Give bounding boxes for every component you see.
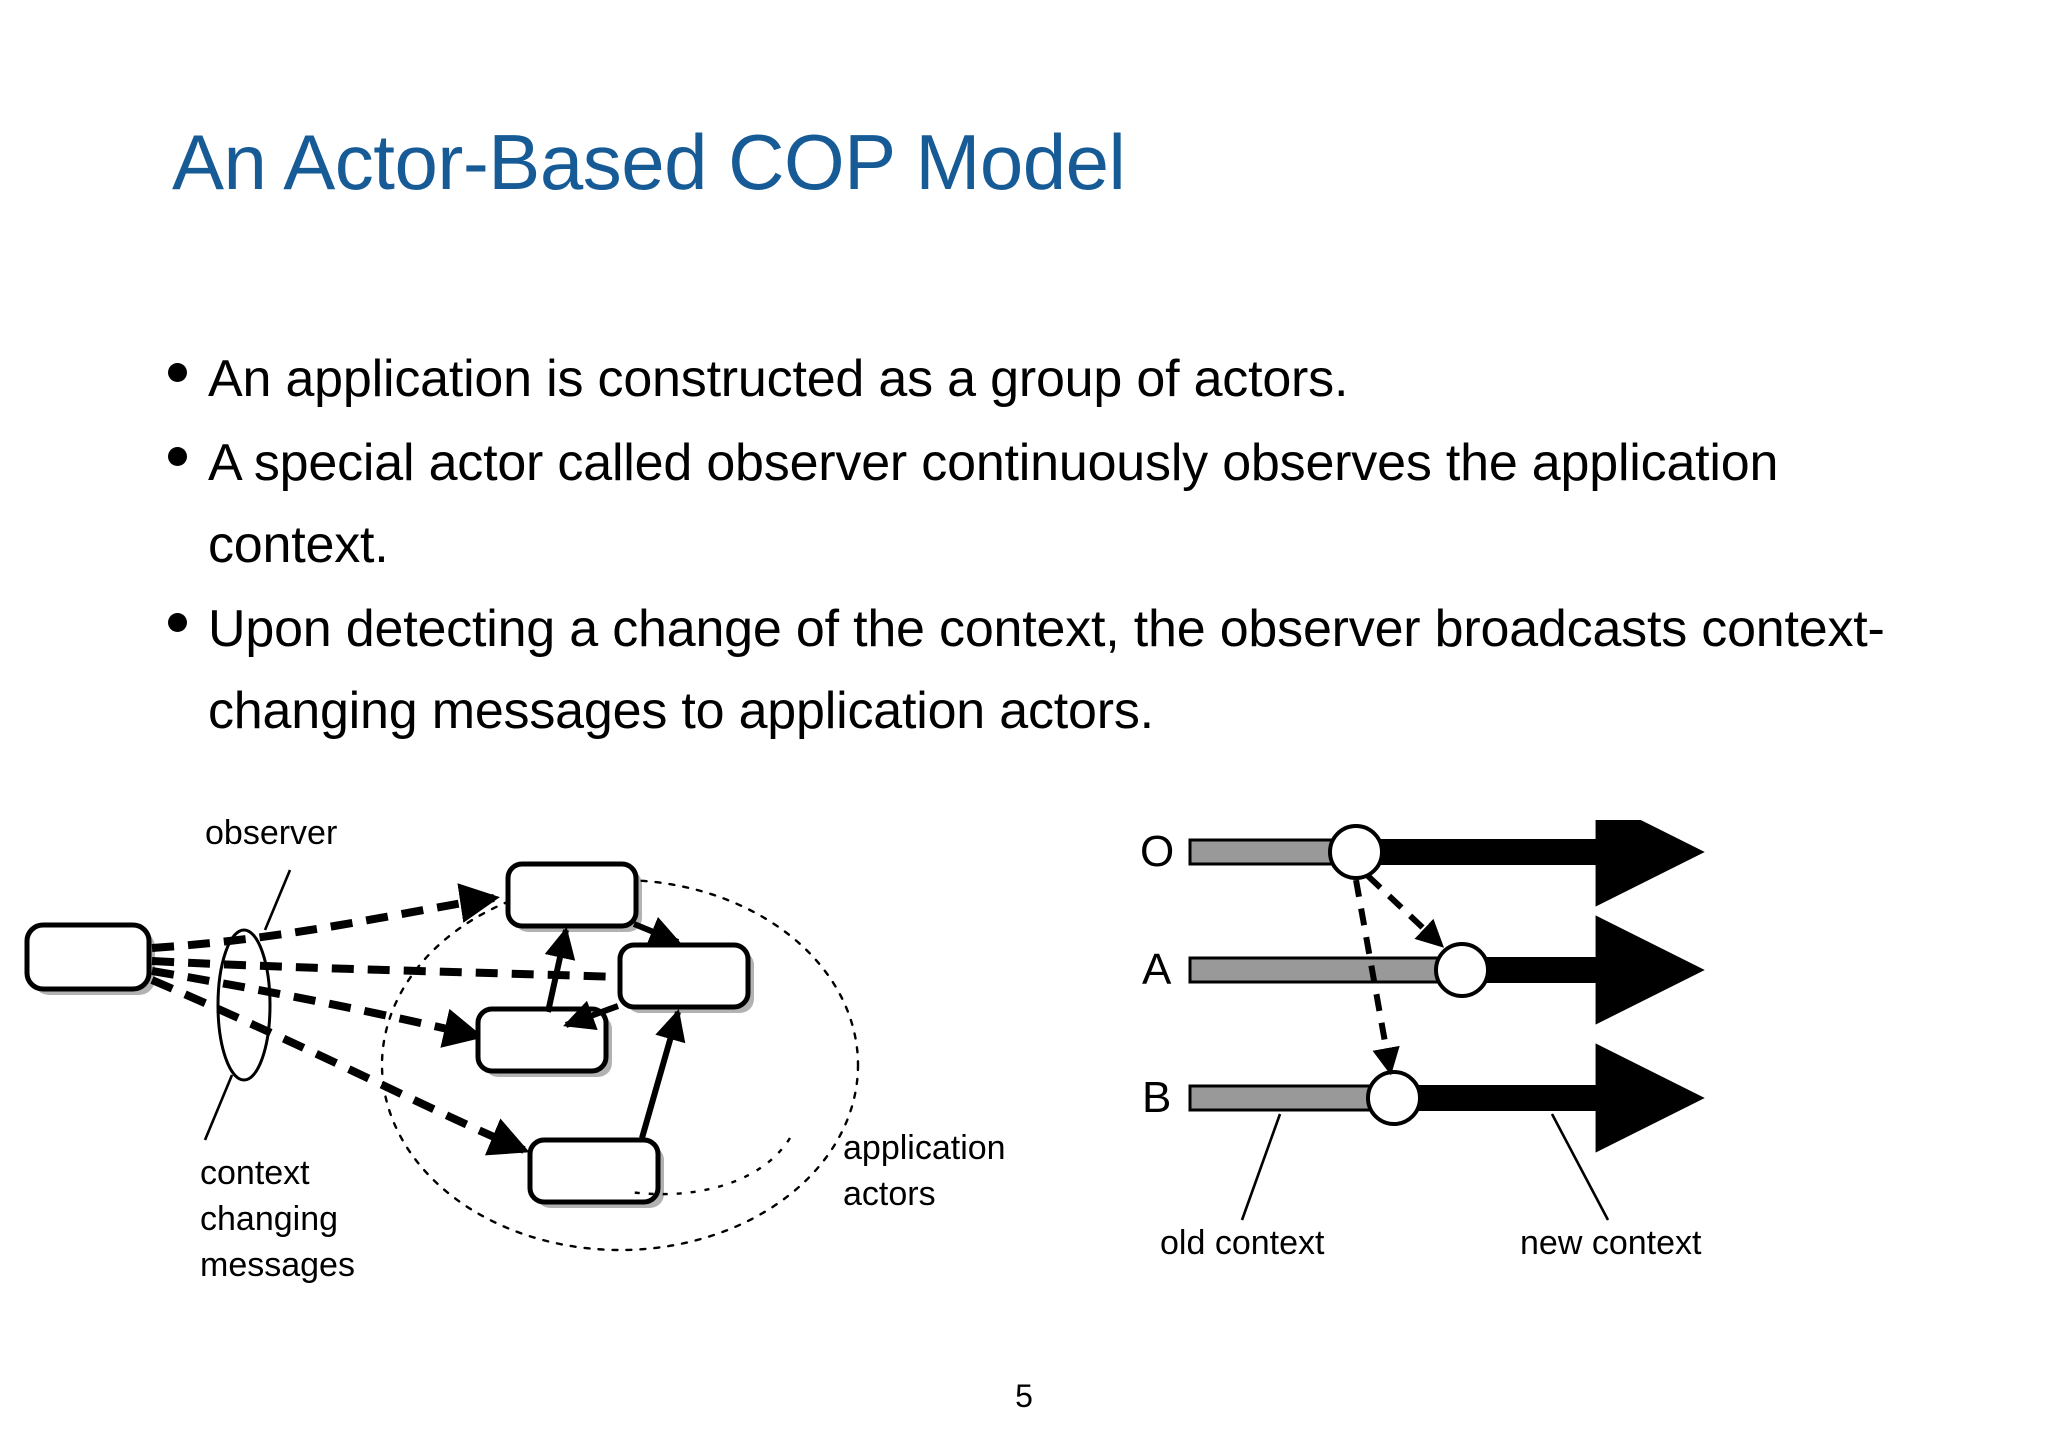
message-funnel-ellipse [216,928,272,1082]
bullet-marker-icon [168,338,208,388]
timeline-O-switch-marker[interactable] [1328,824,1384,880]
broadcast-arrow-1 [151,883,500,952]
observer-leader-line [263,869,292,931]
observer-box[interactable] [24,922,152,992]
context-messages-leader-line [203,1074,234,1141]
page-number: 5 [1015,1378,1033,1414]
actor-box-4[interactable] [527,1137,661,1205]
old-context-leader-line [1240,1113,1282,1221]
new-context-leader-line [1550,1113,1610,1221]
actor-box-1[interactable] [505,861,639,929]
diagram-svg [24,820,1705,1252]
timeline-O-old-context [1188,838,1354,866]
bullet-text: Upon detecting a change of the context, … [208,600,1885,740]
bullet-list: An application is constructed as a group… [168,338,1968,754]
timeline-B-switch-marker[interactable] [1366,1070,1422,1126]
actor-box-2[interactable] [617,942,751,1010]
broadcast-arrow-3 [151,967,484,1048]
actor-link-2to3 [563,1000,620,1031]
timeline-label-A: A [1142,945,1172,994]
broadcast-arrow-4 [150,976,530,1156]
actor-link-3to1 [544,926,576,1013]
context-message-O-to-B [1353,879,1400,1076]
figure-area: observer context changing messages appli… [0,814,2048,1380]
bullet-text: A special actor called observer continuo… [208,434,1779,574]
bullet-marker-icon [168,588,208,638]
context-message-O-to-A [1365,873,1445,948]
left-diagram-group [24,861,860,1252]
right-diagram-group [1188,820,1705,1221]
new-context-label: new context [1520,1224,1702,1262]
observer-label: observer [205,814,338,852]
list-item: Upon detecting a change of the context, … [168,588,1968,752]
timeline-A-old-context [1188,956,1460,984]
bullet-text: An application is constructed as a group… [208,350,1349,408]
page-title: An Actor-Based COP Model [172,118,1126,206]
broadcast-arrow-2 [151,957,711,999]
list-item: An application is constructed as a group… [168,338,1968,420]
timeline-label-O: O [1140,827,1175,876]
context-changing-messages-label: context changing messages [200,1154,355,1284]
old-context-label: old context [1160,1224,1325,1262]
actor-link-1to2 [632,916,681,946]
timeline-B-old-context [1188,1084,1392,1112]
list-item: A special actor called observer continuo… [168,422,1968,586]
application-actors-label: application actors [843,1129,1006,1213]
bullet-marker-icon [168,422,208,472]
timeline-A-switch-marker[interactable] [1434,942,1490,998]
actor-link-4to2 [639,1009,686,1139]
timeline-label-B: B [1142,1073,1172,1122]
application-actors-leader-line [629,1137,792,1196]
